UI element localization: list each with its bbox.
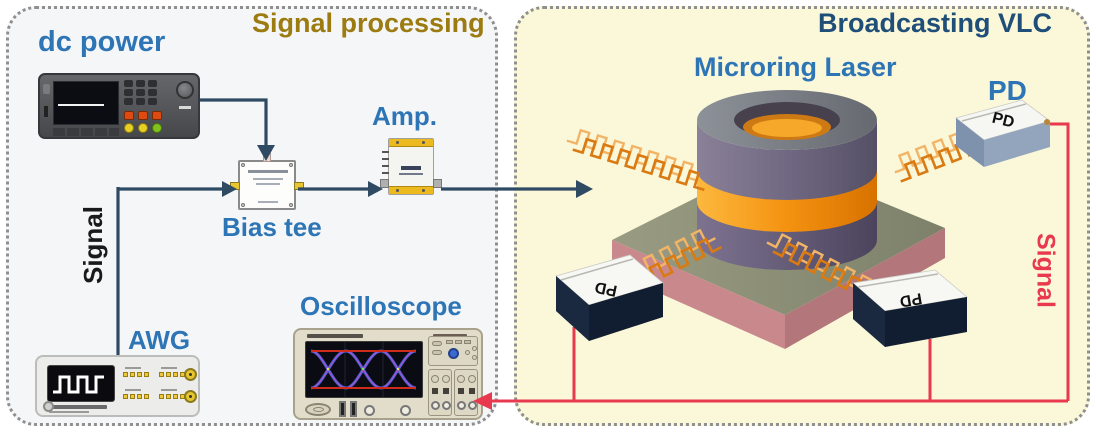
awg-subtext (49, 411, 89, 413)
awg-screen (47, 365, 115, 402)
awg-group-text (161, 367, 177, 369)
soft-key (67, 128, 79, 136)
awg-led-row (159, 394, 189, 400)
awg-output-connector (184, 390, 197, 403)
awg-model-text (49, 405, 107, 409)
scope-control-top (428, 336, 478, 366)
pd-label: PD (988, 75, 1027, 106)
screw (241, 203, 245, 207)
amp-pin (382, 151, 389, 153)
sma-connector-top (263, 153, 271, 162)
signal-processing-title: Signal processing (252, 8, 485, 38)
dc-power-supply-image (38, 73, 200, 139)
dc-power-knob (176, 81, 194, 99)
dc-power-side-switch (43, 105, 49, 118)
amp-print (401, 166, 421, 170)
amp-pin (382, 158, 389, 160)
amp-top-flange (389, 139, 433, 147)
signal-label-left: Signal (78, 206, 108, 285)
screw (289, 203, 293, 207)
amp-pin (382, 172, 389, 174)
amplifier-image (380, 138, 442, 195)
binding-post-green (152, 123, 162, 133)
amp-connector-right (433, 179, 442, 188)
keypad-key (148, 80, 157, 87)
oscilloscope-image (293, 328, 483, 420)
keypad-key (124, 89, 133, 96)
awg-group-text (161, 389, 177, 391)
scope-control-ch1 (428, 369, 452, 416)
oscilloscope-label: Oscilloscope (300, 291, 462, 321)
awg-group-text (125, 389, 141, 391)
screw (241, 163, 245, 167)
keypad-key (136, 89, 145, 96)
power-button-red (152, 111, 162, 120)
dc-power-marking (179, 106, 191, 109)
dc-power-trace (58, 104, 104, 106)
scope-control-ch2 (454, 369, 478, 416)
soft-key (53, 128, 65, 136)
amp-label: Amp. (372, 101, 437, 131)
keypad-key (148, 98, 157, 105)
amp-connector-left (380, 179, 389, 188)
power-button-red (124, 111, 134, 120)
scope-connector (364, 405, 375, 416)
awg-image (35, 355, 200, 417)
scope-brand-text (307, 334, 363, 338)
bias-tee-print (253, 178, 283, 180)
awg-group-text (125, 367, 141, 369)
sma-connector-left (230, 182, 240, 190)
bias-tee-print (256, 183, 280, 185)
keypad-key (136, 98, 145, 105)
soft-key (95, 128, 107, 136)
dc-power-screen (53, 81, 119, 125)
keypad-key (124, 80, 133, 87)
bias-tee-print (248, 170, 288, 173)
signal-label-right: Signal (1031, 232, 1060, 308)
amp-pin (382, 165, 389, 167)
scope-screen (305, 341, 423, 398)
bias-tee-label: Bias tee (222, 212, 322, 242)
bias-tee-image (230, 153, 304, 210)
keypad-key (148, 89, 157, 96)
soft-key (109, 128, 119, 136)
amp-bottom-flange (389, 186, 433, 194)
dc-power-side-button (43, 84, 50, 94)
scope-slot (339, 401, 346, 417)
broadcasting-vlc-title: Broadcasting VLC (818, 8, 1053, 38)
dc-power-label: dc power (38, 26, 166, 58)
awg-front-connector (43, 401, 54, 412)
sma-connector-right (294, 182, 304, 190)
bias-tee-print (258, 201, 278, 203)
scope-connector (400, 405, 411, 416)
power-button-red (138, 111, 148, 120)
amp-print (399, 173, 423, 175)
screw (289, 163, 293, 167)
binding-post-yellow (124, 123, 134, 133)
awg-led-row (123, 372, 153, 378)
scope-power-button (305, 403, 331, 416)
keypad-key (124, 98, 133, 105)
scope-blue-knob (448, 348, 459, 359)
scope-slot (350, 401, 357, 417)
awg-label: AWG (128, 325, 191, 355)
awg-led-row (123, 394, 153, 400)
eye-diagram (310, 342, 417, 397)
keypad-key (136, 80, 145, 87)
microring-laser-label: Microring Laser (694, 52, 897, 82)
binding-post-yellow (138, 123, 148, 133)
soft-key (81, 128, 93, 136)
awg-output-connector (184, 368, 197, 381)
square-wave-trace (53, 375, 104, 394)
awg-led-row (159, 372, 189, 378)
